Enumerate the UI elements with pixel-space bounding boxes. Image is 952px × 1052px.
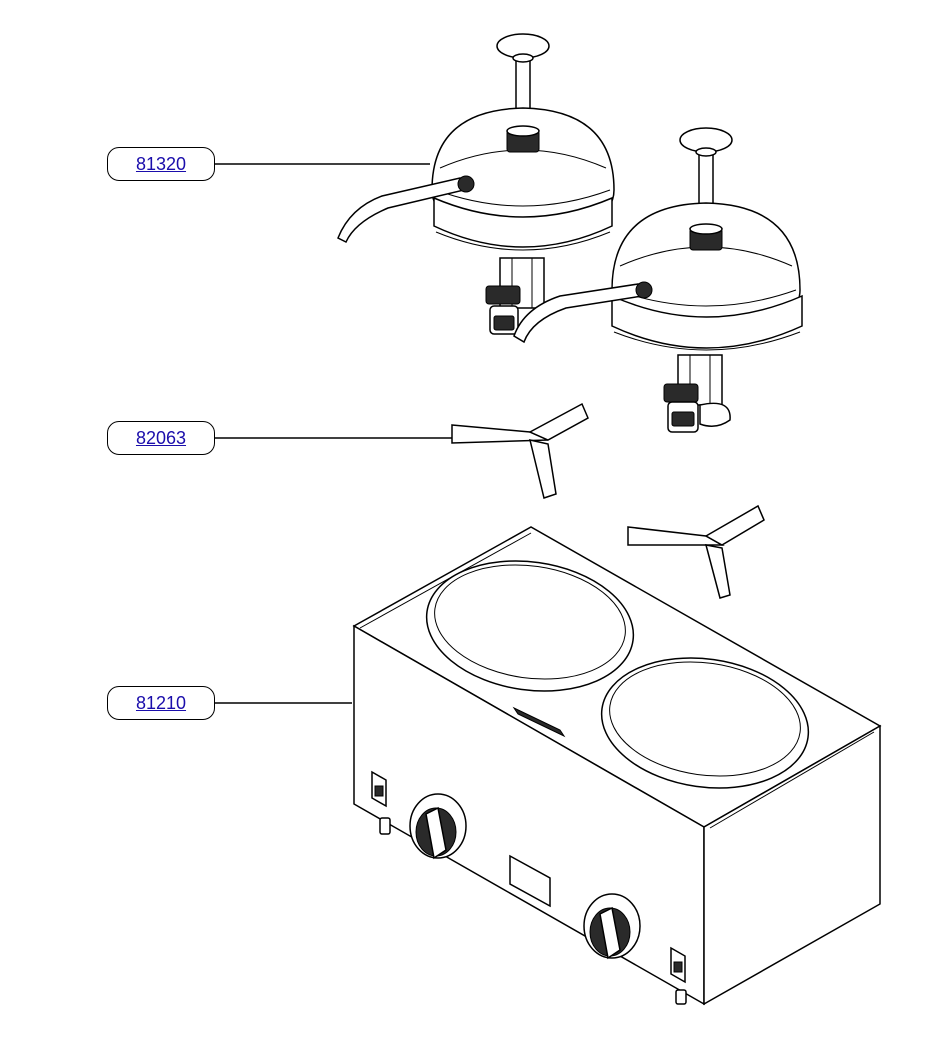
leader-lines bbox=[215, 163, 455, 704]
part-label-81210[interactable]: 81210 bbox=[107, 686, 215, 720]
warmer-base[interactable] bbox=[352, 526, 882, 1006]
pump-dispenser-right[interactable] bbox=[513, 127, 803, 433]
part-label-82063[interactable]: 82063 bbox=[107, 421, 215, 455]
pouch-bracket-right[interactable] bbox=[627, 504, 765, 599]
part-link-82063[interactable]: 82063 bbox=[135, 427, 187, 448]
part-link-81210[interactable]: 81210 bbox=[135, 692, 187, 713]
part-label-81320[interactable]: 81320 bbox=[107, 147, 215, 181]
pump-dispenser-left[interactable] bbox=[337, 33, 615, 335]
part-link-81320[interactable]: 81320 bbox=[135, 153, 187, 174]
pouch-bracket-left[interactable] bbox=[451, 402, 589, 499]
